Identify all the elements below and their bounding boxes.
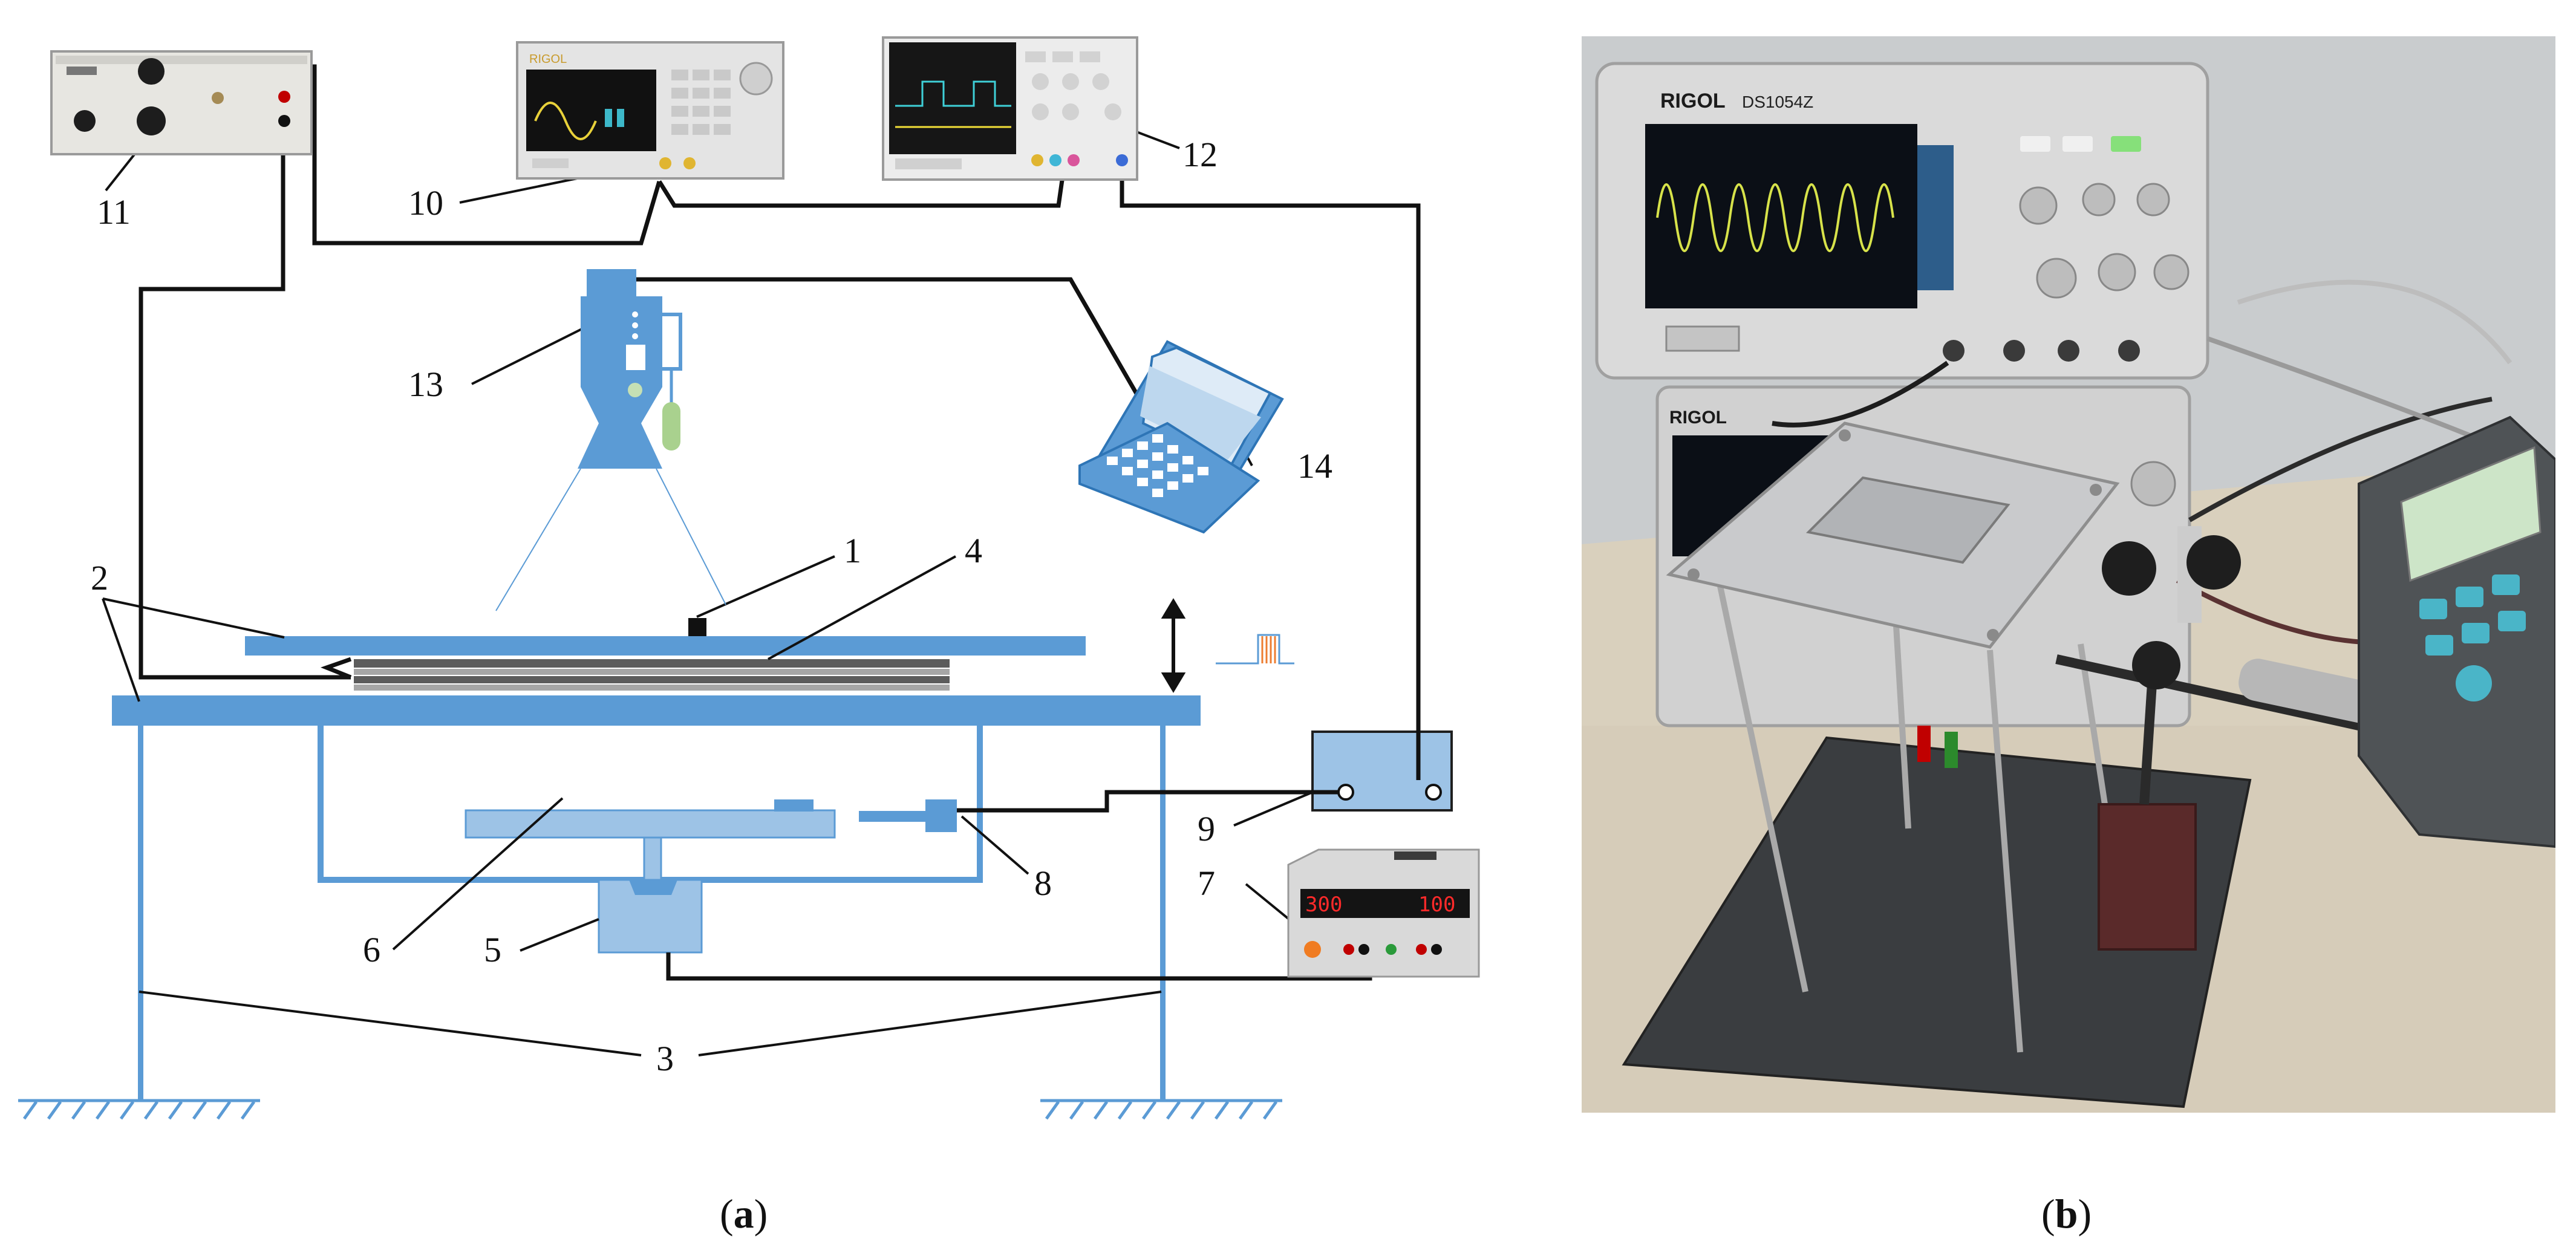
label-12: 12	[1182, 135, 1218, 174]
photo-magnetic-base	[2098, 803, 2197, 951]
ground-right	[1040, 1099, 1282, 1120]
panel-b-photo: RIGOL DS1054Z	[1582, 36, 2555, 1237]
power-supply: 300 100	[1287, 848, 1480, 978]
oscilloscope-schematic	[882, 36, 1138, 181]
label-5: 5	[484, 930, 501, 969]
sample-layer-bottom	[354, 676, 950, 683]
laptop-icon	[1078, 340, 1284, 534]
displacement-sensor	[925, 799, 957, 832]
label-9: 9	[1198, 809, 1215, 848]
label-10: 10	[408, 183, 443, 223]
actuator-plate	[465, 809, 836, 839]
photo-sample-block	[1805, 476, 2010, 564]
photo-base-plate	[1622, 736, 2252, 1108]
amplifier-jack-b	[1425, 784, 1442, 801]
actuator-stem	[643, 836, 662, 887]
ground-left	[18, 1099, 260, 1120]
sample-layer-mid	[354, 669, 950, 675]
motor-socket	[629, 880, 677, 895]
upper-beam	[245, 636, 1086, 656]
label-4: 4	[965, 531, 982, 570]
support-leg-right	[1160, 726, 1166, 1101]
svg-text:RIGOL: RIGOL	[1669, 408, 1727, 428]
photo-rods	[1715, 573, 2108, 1053]
label-1: 1	[844, 531, 861, 570]
pulse-signal-icon	[1216, 634, 1294, 665]
high-speed-camera	[578, 269, 682, 469]
svg-text:300: 300	[1305, 893, 1342, 917]
sample-layer-top	[354, 659, 950, 668]
wiring	[139, 64, 1421, 981]
label-7: 7	[1198, 864, 1215, 903]
label-3: 3	[656, 1039, 674, 1078]
sample-layer-base	[354, 685, 950, 691]
reflective-marker	[688, 618, 706, 636]
signal-conditioner	[50, 50, 313, 155]
support-leg-left	[138, 726, 143, 1101]
label-6: 6	[363, 930, 380, 969]
amplifier-jack-a	[1337, 784, 1354, 801]
svg-text:RIGOL: RIGOL	[1660, 89, 1726, 112]
label-14: 14	[1297, 446, 1332, 486]
photo-oscilloscope-top: RIGOL DS1054Z	[1595, 62, 2209, 380]
base-beam	[112, 695, 1201, 726]
caption-a: (a)	[720, 1191, 768, 1237]
actuator-tip	[774, 799, 814, 812]
photo-handheld-meter	[2358, 415, 2555, 848]
label-2: 2	[91, 558, 108, 597]
svg-text:RIGOL: RIGOL	[529, 53, 567, 66]
label-13: 13	[408, 365, 443, 404]
svg-text:DS1054Z: DS1054Z	[1742, 93, 1813, 111]
function-generator: RIGOL	[516, 41, 784, 180]
svg-text:100: 100	[1418, 893, 1455, 917]
label-11: 11	[97, 192, 131, 232]
camera-field-of-view	[495, 468, 726, 611]
caption-b: (b)	[2041, 1191, 2092, 1237]
displacement-sensor-rod	[859, 811, 925, 822]
panel-a-schematic: RIGOL	[18, 36, 1480, 1237]
label-8: 8	[1034, 864, 1052, 903]
vibration-arrow	[1161, 598, 1186, 693]
